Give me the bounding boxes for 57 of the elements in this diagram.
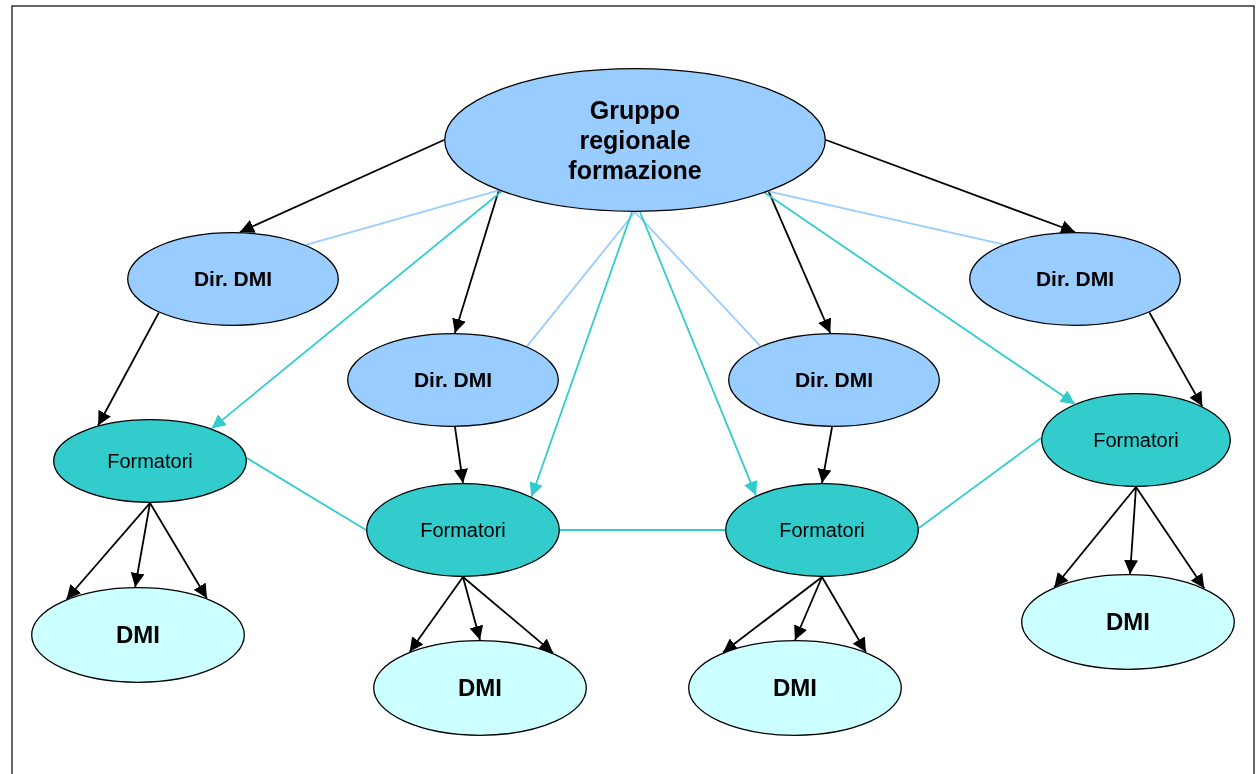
arrow <box>130 502 151 588</box>
node-label: Formatori <box>778 518 866 542</box>
ellipse-node <box>53 419 247 503</box>
arrow <box>722 576 823 654</box>
ellipse-node <box>373 640 587 736</box>
arrow <box>529 211 633 498</box>
node-label: DMI <box>457 673 503 703</box>
connector-line <box>526 211 636 348</box>
arrow <box>1135 486 1206 590</box>
arrow <box>1053 486 1137 589</box>
connector-line <box>767 190 1004 246</box>
arrow <box>452 189 500 334</box>
node-label: Dir. DMI <box>793 367 875 393</box>
arrow <box>462 576 484 641</box>
arrow <box>1124 486 1138 575</box>
node-label: Dir. DMI <box>412 367 494 393</box>
arrow <box>454 426 468 484</box>
ellipse-node <box>366 483 560 577</box>
ellipse-node <box>728 333 940 427</box>
ellipse-node <box>1041 393 1231 487</box>
arrow <box>825 139 1076 234</box>
node-label: Formatori <box>1092 428 1180 452</box>
arrow <box>65 502 151 601</box>
node-label: Formatori <box>419 518 507 542</box>
connector-line <box>245 457 367 531</box>
arrow <box>210 190 503 430</box>
node-label: Gruppo regionale formazione <box>567 95 703 185</box>
connector-line <box>634 211 762 348</box>
ellipse-node <box>725 483 919 577</box>
arrow <box>1148 311 1204 408</box>
connector-line <box>918 437 1042 529</box>
arrow <box>817 426 833 484</box>
connector-line <box>305 189 500 246</box>
ellipse-node <box>1021 574 1235 670</box>
ellipse-node <box>969 232 1181 326</box>
ellipse-node <box>444 68 826 212</box>
arrow <box>149 502 208 600</box>
arrow <box>97 311 160 427</box>
node-label: DMI <box>115 620 161 650</box>
arrow <box>767 190 832 334</box>
node-label: DMI <box>772 673 818 703</box>
arrow <box>408 576 464 653</box>
arrow <box>462 576 554 654</box>
ellipse-node <box>31 587 245 683</box>
node-label: Dir. DMI <box>1034 266 1116 292</box>
arrow <box>763 191 1076 405</box>
arrow <box>821 576 867 653</box>
ellipse-node <box>127 232 339 326</box>
arrow <box>639 211 758 497</box>
arrow <box>239 139 445 233</box>
node-label: Formatori <box>106 449 194 473</box>
connector-line <box>559 529 726 531</box>
ellipse-node <box>347 333 559 427</box>
node-label: DMI <box>1105 607 1151 637</box>
ellipse-node <box>688 640 902 736</box>
arrow <box>794 576 823 641</box>
node-label: Dir. DMI <box>192 266 274 292</box>
